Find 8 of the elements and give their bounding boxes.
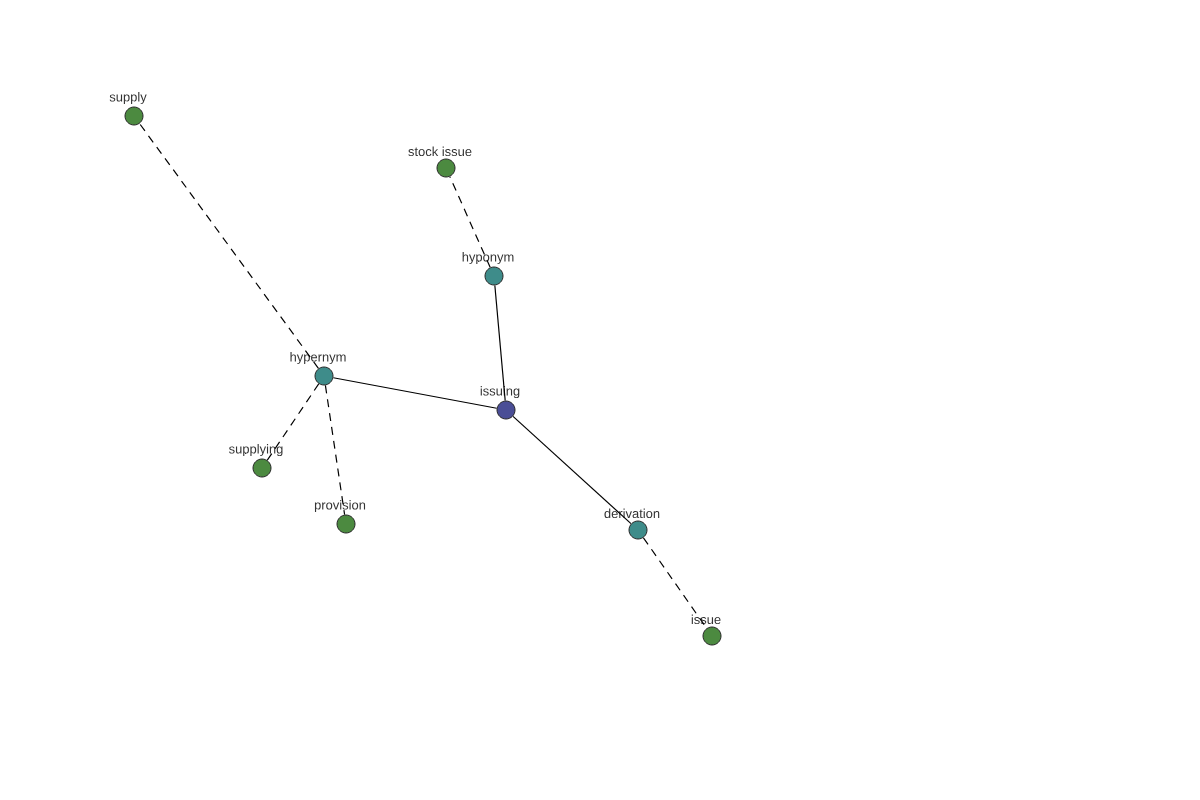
connector-line: [512, 415, 632, 525]
connector-line: [642, 537, 708, 629]
connector-line: [266, 383, 320, 461]
connector-line: [332, 377, 498, 409]
connector-line: [494, 284, 506, 402]
connector-line: [324, 384, 346, 516]
connector-line: [139, 123, 319, 369]
connector-line: [449, 176, 491, 268]
